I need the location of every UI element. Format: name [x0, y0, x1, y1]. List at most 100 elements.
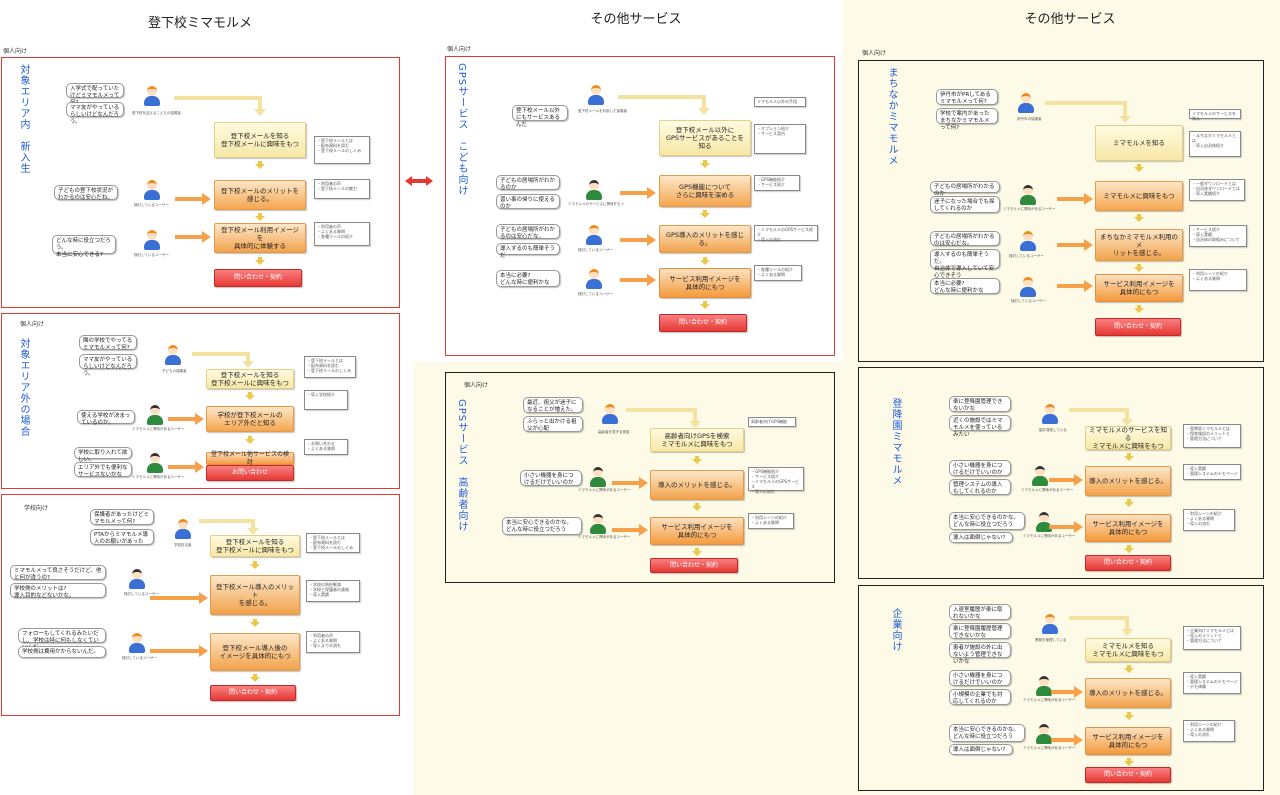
right-arrow-icon — [1051, 734, 1083, 746]
right-arrow-icon — [1057, 280, 1093, 292]
contact-button[interactable]: 問い合わせ・契約 — [210, 685, 296, 701]
down-arrow-icon — [245, 436, 255, 444]
contact-button[interactable]: 問い合わせ・契約 — [1085, 767, 1171, 783]
flow-step-1: 登下校メール以外に GPSサービスがあることを知る — [659, 120, 751, 156]
avatar-icon — [589, 514, 607, 534]
persona-caption: 子どもの保護者 — [162, 369, 187, 373]
right-arrow-icon — [168, 413, 204, 425]
contact-button[interactable]: 問い合わせ・契約 — [1095, 318, 1181, 336]
panel-vertical-title: まちなかミマモルメ — [886, 67, 897, 166]
right-arrow-icon — [175, 231, 211, 243]
user-bubble: 小規模の企業でも対応してくれるのか — [949, 689, 1011, 705]
down-arrow-icon — [1134, 305, 1144, 313]
down-arrow-icon — [1124, 499, 1134, 507]
flow-step-3: サービス利用イメージを 具体的にもつ — [650, 517, 744, 545]
flow-step-1: 登下校メールを知る 登下校メールに興味をもつ — [214, 122, 306, 158]
contact-button[interactable]: 問い合わせ・契約 — [650, 558, 738, 573]
avatar-icon — [146, 453, 164, 473]
persona-caption: 検討しているユーザー — [134, 203, 169, 207]
avatar-icon — [1041, 614, 1059, 634]
user-bubble: 導入するのも簡単そうだ。 自治体で導入していて安心できそう — [930, 249, 1000, 279]
flow-step-1: ミマモルメを知る ミマモルメに興味をもつ — [1085, 638, 1171, 662]
flow-step-2: GPS機能について さらに興味を深める — [659, 175, 751, 207]
content-note: ・GPS機能紹介 ・サービス紹介 — [754, 175, 800, 191]
avatar-icon — [1041, 404, 1059, 424]
down-arrow-icon — [700, 301, 710, 309]
panel-tag: 個人向け — [3, 48, 28, 55]
right-arrow-icon — [1049, 474, 1083, 486]
user-bubble: 近くの施設ではミマモルメを使っているみたい — [949, 415, 1011, 438]
user-bubble: 学校で案内があったまちなかミマモルメって何? — [936, 108, 998, 131]
user-bubble: 登下校メール以外にもサービスあるんだ — [512, 105, 568, 128]
right-arrow-icon — [168, 461, 204, 473]
persona-caption: 園を運営している — [1039, 428, 1067, 432]
user-bubble: 学校に取り入れて欲しい。 — [74, 447, 132, 463]
persona-caption: 検討しているユーザー — [578, 248, 613, 252]
content-note: ・まちなかミマモルメとは ・導入自治体紹介 — [1189, 131, 1241, 157]
column-title-2: その他サービス — [590, 12, 682, 27]
contact-button[interactable]: 問い合わせ・契約 — [1085, 555, 1171, 571]
double-arrow-icon — [405, 176, 433, 186]
column-title-3: その他サービス — [1024, 12, 1116, 27]
panel-vertical-title: 企業向け — [890, 608, 901, 652]
persona-caption: 学校担当者 — [174, 543, 192, 547]
content-note: ・お問い合わせ ・よくある質問 — [304, 439, 348, 455]
user-bubble: 伊丹市がPRしてあるミマモルメって何? — [936, 89, 998, 105]
right-arrow-icon — [620, 274, 656, 286]
panel-vertical-title: GPSサービス こども向け — [456, 63, 467, 197]
user-bubble: 隣の学校でやってるミマモルメって何? — [79, 335, 137, 351]
right-arrow-icon — [620, 234, 656, 246]
elbow-arrow — [1069, 408, 1129, 420]
avatar-icon — [601, 404, 619, 424]
content-note: ・利用者の声 ・登下校メールの魅力 — [314, 179, 370, 199]
down-arrow-icon — [245, 392, 255, 400]
content-note: ・オプション紹介 ・サービス案内 — [754, 124, 806, 154]
content-note: ・学校の負担軽減 ・学校と保護者の連絡 ・導入実績 — [306, 580, 360, 602]
content-note: ・サービス紹介 ・導入実績 ・自治体の取組みについて — [1189, 225, 1247, 247]
user-bubble: 保護者があったけどミマモルメって何? — [90, 509, 154, 525]
content-note: ・企業向けミマモルメとは ・導入のメリットと ・管理方法について — [1183, 626, 1241, 650]
user-bubble: 本当に必要? どんな時に便利かな — [930, 278, 1000, 294]
flow-step-1: 高齢者向けGPSを検索 ミマモルメに興味をもつ — [650, 428, 744, 452]
avatar-icon — [143, 86, 161, 106]
avatar-icon — [1019, 185, 1037, 205]
content-note: ・登下校メールとは ・配布資料を読む ・登下校メールのしくみ — [314, 136, 370, 164]
contact-button[interactable]: お問い合わせ — [206, 465, 294, 481]
down-arrow-icon — [700, 160, 710, 168]
panel-vertical-title: GPSサービス 高齢者向け — [456, 399, 467, 533]
persona-caption: ミマモルメのサービスに興味をもつ — [568, 202, 624, 206]
persona-caption: 検討しているユーザー — [1009, 254, 1044, 258]
avatar-icon — [1031, 466, 1049, 486]
elbow-arrow — [199, 519, 255, 529]
user-bubble: 入退室履歴が楽に取れないかな — [949, 604, 1011, 620]
panel-vertical-title: 登降園ミマモルメ — [890, 398, 901, 486]
contact-button[interactable]: 問い合わせ・契約 — [214, 269, 302, 287]
persona-caption: 検討しているユーザー — [578, 292, 613, 296]
flow-step-2: 導入のメリットを感じる。 — [1085, 466, 1171, 496]
persona-caption: ミマモルメに興味があるユーザー — [1023, 746, 1076, 750]
flow-step-3: 登下校メール他サービスの検討 — [206, 451, 294, 466]
avatar-icon — [1019, 231, 1037, 251]
content-note: ・ミマモルメのGPSサービス紹介 ・導入の流れ — [754, 225, 818, 242]
down-arrow-icon — [1134, 164, 1144, 172]
user-bubble: ママ友がやっているらしいけどなんだろう。 — [79, 354, 137, 377]
user-bubble: 小さい機器を身につけるだけでいいのか — [949, 460, 1011, 476]
user-bubble: 導入は面倒じゃない? — [949, 744, 1013, 755]
content-note: ・登下校メールとは ・配布資料を読む ・登下校メールのしくみ — [304, 356, 356, 378]
arrow-head-icon — [247, 528, 259, 535]
user-bubble: 学校側は費用かからないんだ。 — [18, 646, 106, 658]
contact-button[interactable]: 問い合わせ・契約 — [659, 314, 747, 332]
content-note: ・各種ツールの紹介 ・よくある質問 — [754, 265, 802, 281]
user-bubble: ふらっと出かける祖父が心配 — [523, 416, 583, 432]
user-bubble: 楽に登降園履歴管理できないかな — [949, 623, 1011, 639]
user-bubble: 本当に必要? どんな時に便利かな — [496, 270, 560, 287]
down-arrow-icon — [1134, 264, 1144, 272]
persona-caption: 登下校メールを利用した保護者 — [578, 109, 627, 113]
panel-nursery-mimamorume: 登降園ミマモルメ 楽に登降園管理できないかな 近くの施設ではミマモルメを使ってい… — [858, 367, 1264, 579]
content-note: ・一般ダウンロードとは ・自治体ダウンロードとは ・導入実績紹介 — [1189, 179, 1245, 201]
avatar-icon — [128, 569, 146, 589]
user-bubble: 導入は面倒じゃない? — [949, 532, 1013, 543]
user-bubble: 子どもの登下校状況がわかるのは安心だね。 — [54, 185, 118, 201]
flow-step-4: サービス利用イメージを 具体的にもつ — [1095, 274, 1183, 302]
persona-caption: 業務を管理している — [1035, 638, 1067, 642]
